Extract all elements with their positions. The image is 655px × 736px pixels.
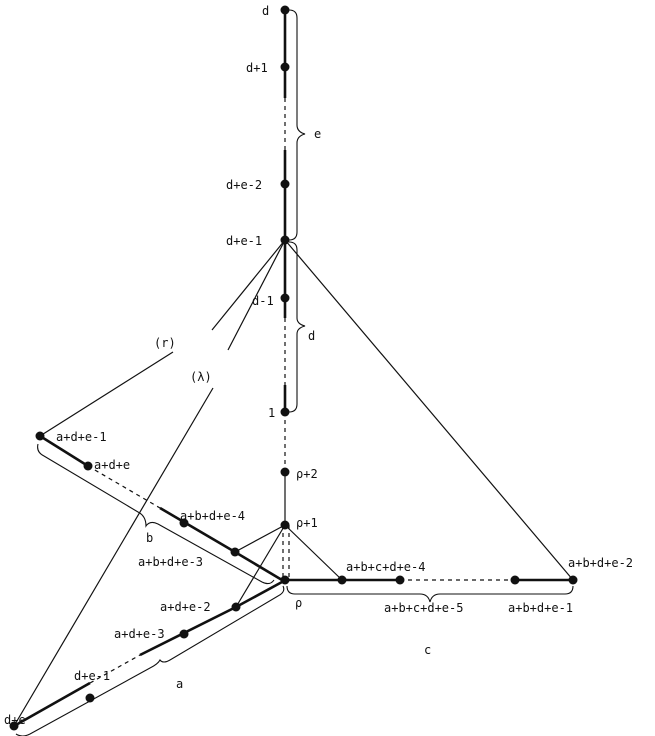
brace-labels: e d b a c (146, 127, 431, 691)
brace-label-d: d (308, 329, 315, 343)
label-a-d-e: a+d+e (94, 458, 130, 472)
node-d-e-1 (280, 235, 290, 245)
label-d-e-1: d+e-1 (226, 234, 262, 248)
node-a-b-d-e-1 (510, 575, 520, 585)
edge-label-lambda: (λ) (190, 370, 212, 384)
brace-c (286, 585, 574, 603)
node-a-b-d-e-2 (568, 575, 578, 585)
label-1: 1 (268, 406, 275, 420)
label-a-b-c-d-e-5: a+b+c+d+e-5 (384, 601, 463, 615)
brace-b (37, 443, 275, 585)
edge-labels: (r) (λ) (154, 336, 212, 384)
node-a-d-e-3 (179, 629, 189, 639)
label-a-b-c-d-e-4: a+b+c+d+e-4 (346, 560, 425, 574)
label-d: d (262, 4, 269, 18)
node-a-b-c-d-e-4 (337, 575, 347, 585)
node-d-e (9, 721, 19, 731)
label-d-e-1-bottom: d+e-1 (74, 669, 110, 683)
label-d-minus-1: d-1 (252, 294, 274, 308)
label-a-b-d-e-1: a+b+d+e-1 (508, 601, 573, 615)
label-a-d-e-1: a+d+e-1 (56, 430, 107, 444)
vertex-labels: d d+1 d+e-2 d+e-1 d-1 1 ρ+2 ρ+1 ρ a+d+e-… (4, 4, 633, 727)
left-chain-b (39, 434, 286, 582)
label-d-e-2: d+e-2 (226, 178, 262, 192)
node-a-d-e-1 (35, 431, 45, 441)
node-a-b-d-e-3 (230, 547, 240, 557)
label-a-b-d-e-4: a+b+d+e-4 (180, 509, 245, 523)
label-a-b-d-e-3: a+b+d+e-3 (138, 555, 203, 569)
brace-a (15, 585, 285, 736)
label-rho: ρ (295, 596, 302, 610)
left-chain-a (13, 524, 286, 728)
brace-label-e: e (314, 127, 321, 141)
node-1 (280, 407, 290, 417)
node-rho (280, 575, 290, 585)
node-a-b-d-e-4 (179, 518, 189, 528)
node-a-d-e (83, 461, 93, 471)
right-chain-c (284, 524, 573, 582)
brace-label-a: a (176, 677, 183, 691)
edges-from-d-e-1 (13, 239, 574, 727)
label-d-e: d+e (4, 713, 26, 727)
node-rho-2 (280, 467, 290, 477)
label-rho-2: ρ+2 (296, 467, 318, 481)
node-d (280, 5, 290, 15)
brace-label-c: c (424, 643, 431, 657)
label-a-d-e-3: a+d+e-3 (114, 627, 165, 641)
edge-label-r: (r) (154, 336, 176, 350)
label-a-d-e-2: a+d+e-2 (160, 600, 211, 614)
node-a-d-e-2 (231, 602, 241, 612)
node-a-b-c-d-e-5 (395, 575, 405, 585)
label-d-plus-1: d+1 (246, 61, 268, 75)
label-a-b-d-e-2: a+b+d+e-2 (568, 556, 633, 570)
node-d-e-2 (280, 179, 290, 189)
label-rho-1: ρ+1 (296, 516, 318, 530)
nodes (9, 5, 578, 731)
brace-label-b: b (146, 531, 153, 545)
braces (15, 9, 574, 736)
node-d-minus-1 (280, 293, 290, 303)
brace-d (288, 241, 306, 413)
node-d-plus-1 (280, 62, 290, 72)
brace-e (288, 9, 306, 241)
node-rho-1 (280, 520, 290, 530)
